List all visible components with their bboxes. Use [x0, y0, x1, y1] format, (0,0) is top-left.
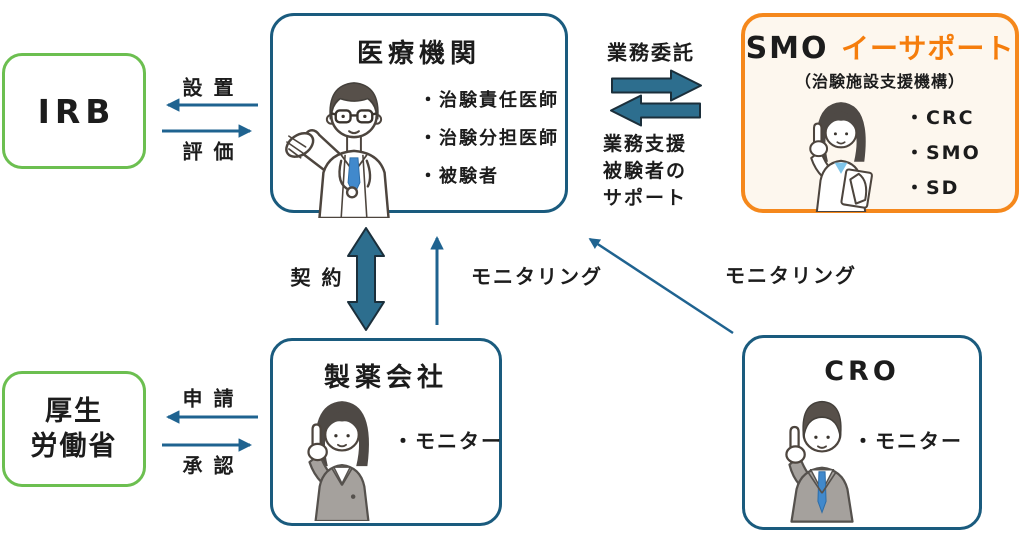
- support-label: 業務支援 被験者の サポート: [603, 131, 687, 212]
- smo-esupport-box: SMO イーサポート （治験施設支援機構） ・CRC ・SMO ・: [741, 13, 1019, 213]
- outsourcing-block-arrow: [611, 69, 702, 102]
- list-item: ・モニター: [853, 429, 963, 453]
- monitoring-pharma-label: モニタリング: [471, 264, 603, 289]
- approval-label: 承 認: [182, 453, 236, 478]
- list-item: ・治験責任医師: [419, 90, 559, 111]
- smo-title-prefix: SMO: [745, 31, 841, 66]
- list-item: ・SMO: [905, 142, 981, 164]
- smo-title-brand: イーサポート: [840, 32, 1015, 65]
- support-label-line: 業務支援: [602, 133, 688, 155]
- monitor-woman-illustration: [307, 401, 370, 521]
- monitoring-arrow-cro: [588, 237, 734, 335]
- outsourcing-label: 業務委託: [607, 40, 695, 65]
- mhlw-title-line1: 厚生: [45, 396, 103, 427]
- list-item: ・SD: [905, 177, 960, 199]
- smo-staff-list: ・CRC ・SMO ・SD: [905, 101, 981, 206]
- cro-staff-list: ・モニター: [853, 425, 963, 454]
- irb-box: IRB: [2, 53, 146, 169]
- pharma-company-box: 製薬会社 ・モニター: [270, 338, 502, 526]
- pharma-staff-list: ・モニター: [393, 425, 503, 454]
- doctor-illustration: [285, 82, 390, 218]
- mhlw-box: 厚生 労働省: [2, 371, 146, 487]
- contract-block-arrow: [347, 227, 385, 331]
- application-label: 申 請: [182, 386, 236, 411]
- support-label-line: サポート: [602, 187, 688, 209]
- support-label-line: 被験者の: [602, 160, 688, 182]
- irb-title: IRB: [37, 91, 116, 131]
- pharma-title: 製薬会社: [323, 363, 448, 393]
- mhlw-title-line2: 労働省: [30, 431, 118, 462]
- support-block-arrow: [610, 94, 701, 127]
- contract-label: 契 約: [290, 265, 344, 290]
- medical-institution-box: 医療機関 ・治験責任医師: [270, 13, 568, 218]
- list-item: ・モニター: [393, 429, 503, 453]
- monitor-man-illustration: [785, 400, 854, 523]
- smo-subtitle: （治験施設支援機構）: [794, 72, 965, 91]
- cro-box: CRO ・モニター: [742, 335, 982, 530]
- establish-label: 設 置: [182, 75, 236, 100]
- crc-woman-illustration: [809, 102, 873, 212]
- medical-institution-title: 医療機関: [356, 39, 481, 69]
- list-item: ・CRC: [905, 107, 975, 129]
- smo-title: SMO イーサポート: [745, 27, 1015, 67]
- monitoring-cro-label: モニタリング: [725, 263, 857, 288]
- medical-staff-list: ・治験責任医師 ・治験分担医師 ・被験者: [419, 82, 559, 196]
- list-item: ・治験分担医師: [419, 128, 559, 149]
- cro-title: CRO: [824, 356, 900, 387]
- evaluate-label: 評 価: [182, 139, 236, 164]
- list-item: ・被験者: [419, 166, 499, 187]
